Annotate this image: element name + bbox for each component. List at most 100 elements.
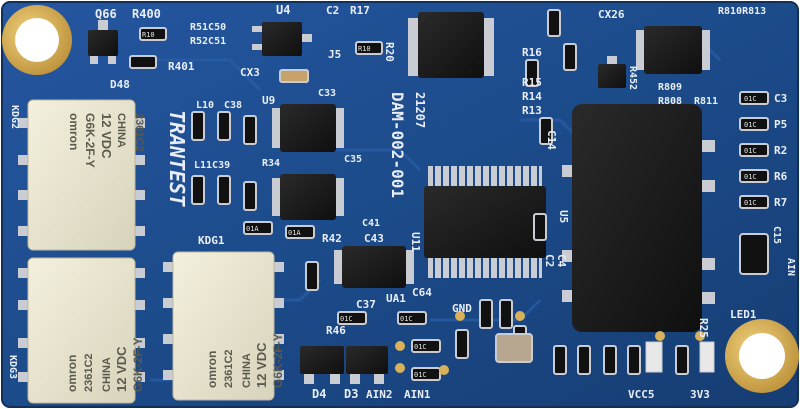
relay-2-code: 2361C2 (83, 353, 95, 392)
board-id: DAM-002-001 21207 (388, 92, 427, 198)
transistor-q66 (88, 20, 118, 64)
chip-u9 (272, 104, 344, 152)
label-c37: C37 (356, 298, 376, 311)
label-vcc5: VCC5 (628, 388, 655, 401)
resistor-codes: R10 R10 01A 01A 01C 01C 01C 01C 01C 01C … (142, 31, 757, 379)
label-r46: R46 (326, 324, 346, 337)
label-d3: D3 (344, 387, 358, 401)
label-c43: C43 (364, 232, 384, 245)
label-r13: R13 (522, 104, 542, 117)
label-c35: C35 (344, 154, 362, 165)
label-r52: R52C51 (190, 36, 226, 47)
label-ain2: AIN2 (366, 388, 393, 401)
relay-1-voltage: 12 VDC (99, 113, 114, 159)
relay-bottom-left: 2361C2 CHINA 12 VDC G6K-2F-Y omron (18, 257, 145, 404)
label-c2-lower: C2 (543, 254, 556, 267)
label-r811: R811 (694, 96, 718, 107)
label-r34: R34 (262, 158, 280, 169)
relay-1-model: G6K-2F-Y (83, 113, 97, 168)
resistor-code-7: 01C (414, 343, 427, 351)
mounting-hole-bottom-right (725, 319, 799, 393)
label-gnd: GND (452, 302, 472, 315)
relay-2-origin: CHINA (101, 357, 113, 392)
label-j5: J5 (328, 48, 341, 61)
resistor-code-1: R10 (142, 31, 155, 39)
resistor-code-5: 01C (340, 315, 353, 323)
label-c15: C15 (771, 226, 782, 244)
label-r20: R20 (383, 42, 396, 62)
label-ain: AIN (785, 258, 796, 276)
label-3v3: 3V3 (690, 388, 710, 401)
label-c33: C33 (318, 88, 336, 99)
label-r808: R808 (658, 96, 682, 107)
label-r51: R51C50 (190, 22, 226, 33)
chip-ua1 (334, 246, 414, 288)
resistor-code-13: 01C (744, 199, 757, 207)
relay-2-brand: omron (65, 355, 79, 392)
label-c14: C14 (545, 130, 558, 150)
label-r17: R17 (350, 4, 370, 17)
label-r400: R400 (132, 7, 161, 21)
brand-logo: TRANTEST (165, 110, 189, 207)
label-kdg2: KDG2 (9, 105, 20, 129)
resistor-code-8: 01C (414, 371, 427, 379)
board-id-text: DAM-002-001 (388, 92, 407, 198)
label-u4: U4 (276, 3, 290, 17)
label-c2: C2 (326, 4, 339, 17)
relay-bottom-center: 2361C2 CHINA 12 VDC G6K-2F-Y omron (163, 251, 285, 401)
label-cx26: CX26 (598, 8, 625, 21)
label-r7: R7 (774, 196, 787, 209)
passive-components (129, 9, 769, 381)
label-r809: R809 (658, 82, 682, 93)
label-kdg3: KDG3 (7, 355, 18, 379)
label-r810: R810R813 (718, 6, 766, 17)
relay-1-brand: omron (67, 113, 81, 150)
relay-3-brand: omron (205, 351, 219, 388)
label-c41: C41 (362, 218, 380, 229)
label-ain1: AIN1 (404, 388, 431, 401)
label-c38: C38 (224, 100, 242, 111)
diode-d3 (346, 346, 388, 384)
resistor-code-10: 01C (744, 121, 757, 129)
label-l10: L10 (196, 100, 214, 111)
label-d4: D4 (312, 387, 326, 401)
label-r25: R25 (697, 318, 710, 338)
label-r16: R16 (522, 46, 542, 59)
regulator-u4 (252, 22, 312, 56)
label-r14: R14 (522, 90, 542, 103)
label-r401: R401 (168, 60, 195, 73)
resistor-code-12: 01C (744, 173, 757, 181)
transistor-r452 (598, 56, 626, 88)
label-u5: U5 (557, 210, 570, 223)
label-r42: R42 (322, 232, 342, 245)
relay-1-origin: CHINA (115, 113, 127, 148)
resistor-code-11: 01C (744, 147, 757, 155)
brand-text: TRANTEST (165, 110, 189, 207)
board-id-date: 21207 (413, 92, 427, 128)
label-c64: C64 (412, 286, 432, 299)
relay-3-voltage: 12 VDC (254, 342, 269, 388)
relay-3-model: G6K-2F-Y (271, 333, 285, 388)
diode-d4 (300, 346, 344, 384)
resistor-code-6: 01C (400, 315, 413, 323)
label-p5: P5 (774, 118, 787, 131)
relay-3-code: 2361C2 (223, 349, 235, 388)
label-u11: U11 (409, 232, 422, 252)
silkscreen-labels: Q66 R400 R401 D48 KDG2 U4 C2 R17 J5 R20 … (7, 3, 796, 401)
relay-2-model: G6K-2F-Y (131, 337, 145, 392)
label-r452: R452 (627, 66, 638, 90)
label-c4: C4 (555, 254, 568, 268)
label-r2: R2 (774, 144, 787, 157)
label-u9: U9 (262, 94, 275, 107)
label-ua1: UA1 (386, 292, 406, 305)
resistor-code-3: 01A (246, 225, 259, 233)
resistor-code-2: R10 (358, 45, 371, 53)
label-c3: C3 (774, 92, 787, 105)
chip-u11 (424, 166, 546, 278)
label-r6: R6 (774, 170, 788, 183)
relay-3-origin: CHINA (241, 353, 253, 388)
label-led1: LED1 (730, 308, 757, 321)
relay-1-code: 2361C2 (133, 113, 145, 152)
label-l11: L11C39 (194, 160, 230, 171)
resistor-code-4: 01A (288, 229, 301, 237)
